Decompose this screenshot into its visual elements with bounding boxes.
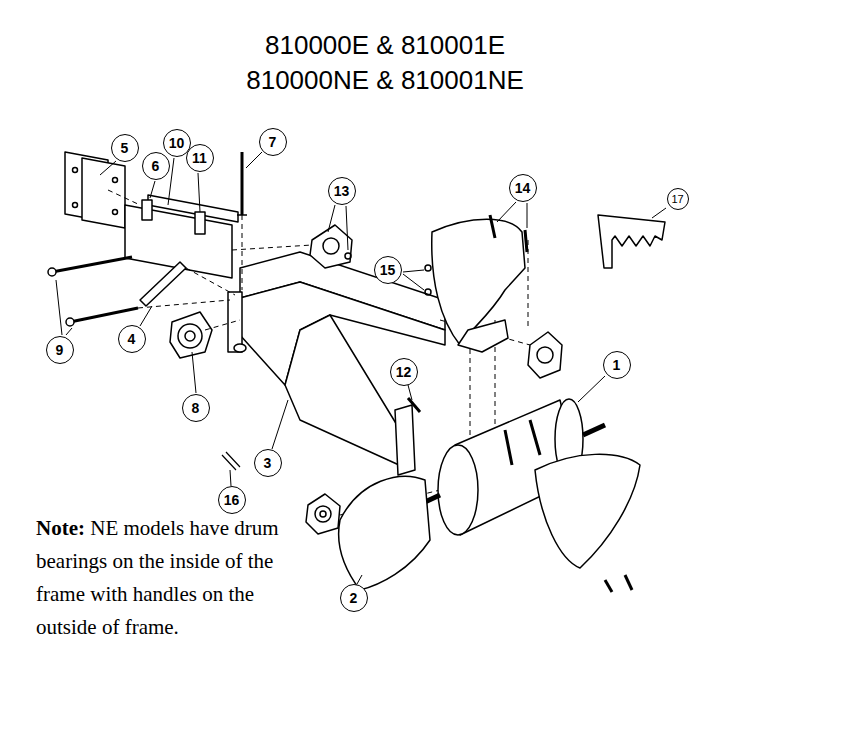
callout-number: 15 <box>374 256 402 284</box>
callout-number: 8 <box>182 394 210 422</box>
callout-number: 6 <box>142 152 170 180</box>
note-paragraph: Note: NE models have drum bearings on th… <box>36 512 291 644</box>
callout-number: 9 <box>46 336 74 364</box>
callout-number: 16 <box>218 486 246 514</box>
diagram-title: 810000E & 810001E 810000NE & 810001NE <box>205 28 565 98</box>
callout-number: 5 <box>111 134 139 162</box>
callout-number: 17 <box>667 188 689 210</box>
callout-number: 14 <box>509 174 537 202</box>
callout-number: 7 <box>259 128 287 156</box>
callout-number: 3 <box>254 449 282 477</box>
callout-number: 2 <box>340 584 368 612</box>
callout-number: 12 <box>390 358 418 386</box>
callout-number: 1 <box>603 351 631 379</box>
callout-number: 11 <box>186 144 214 172</box>
note-heading: Note: <box>36 516 85 540</box>
callout-number: 13 <box>328 177 356 205</box>
callout-number: 4 <box>118 325 146 353</box>
